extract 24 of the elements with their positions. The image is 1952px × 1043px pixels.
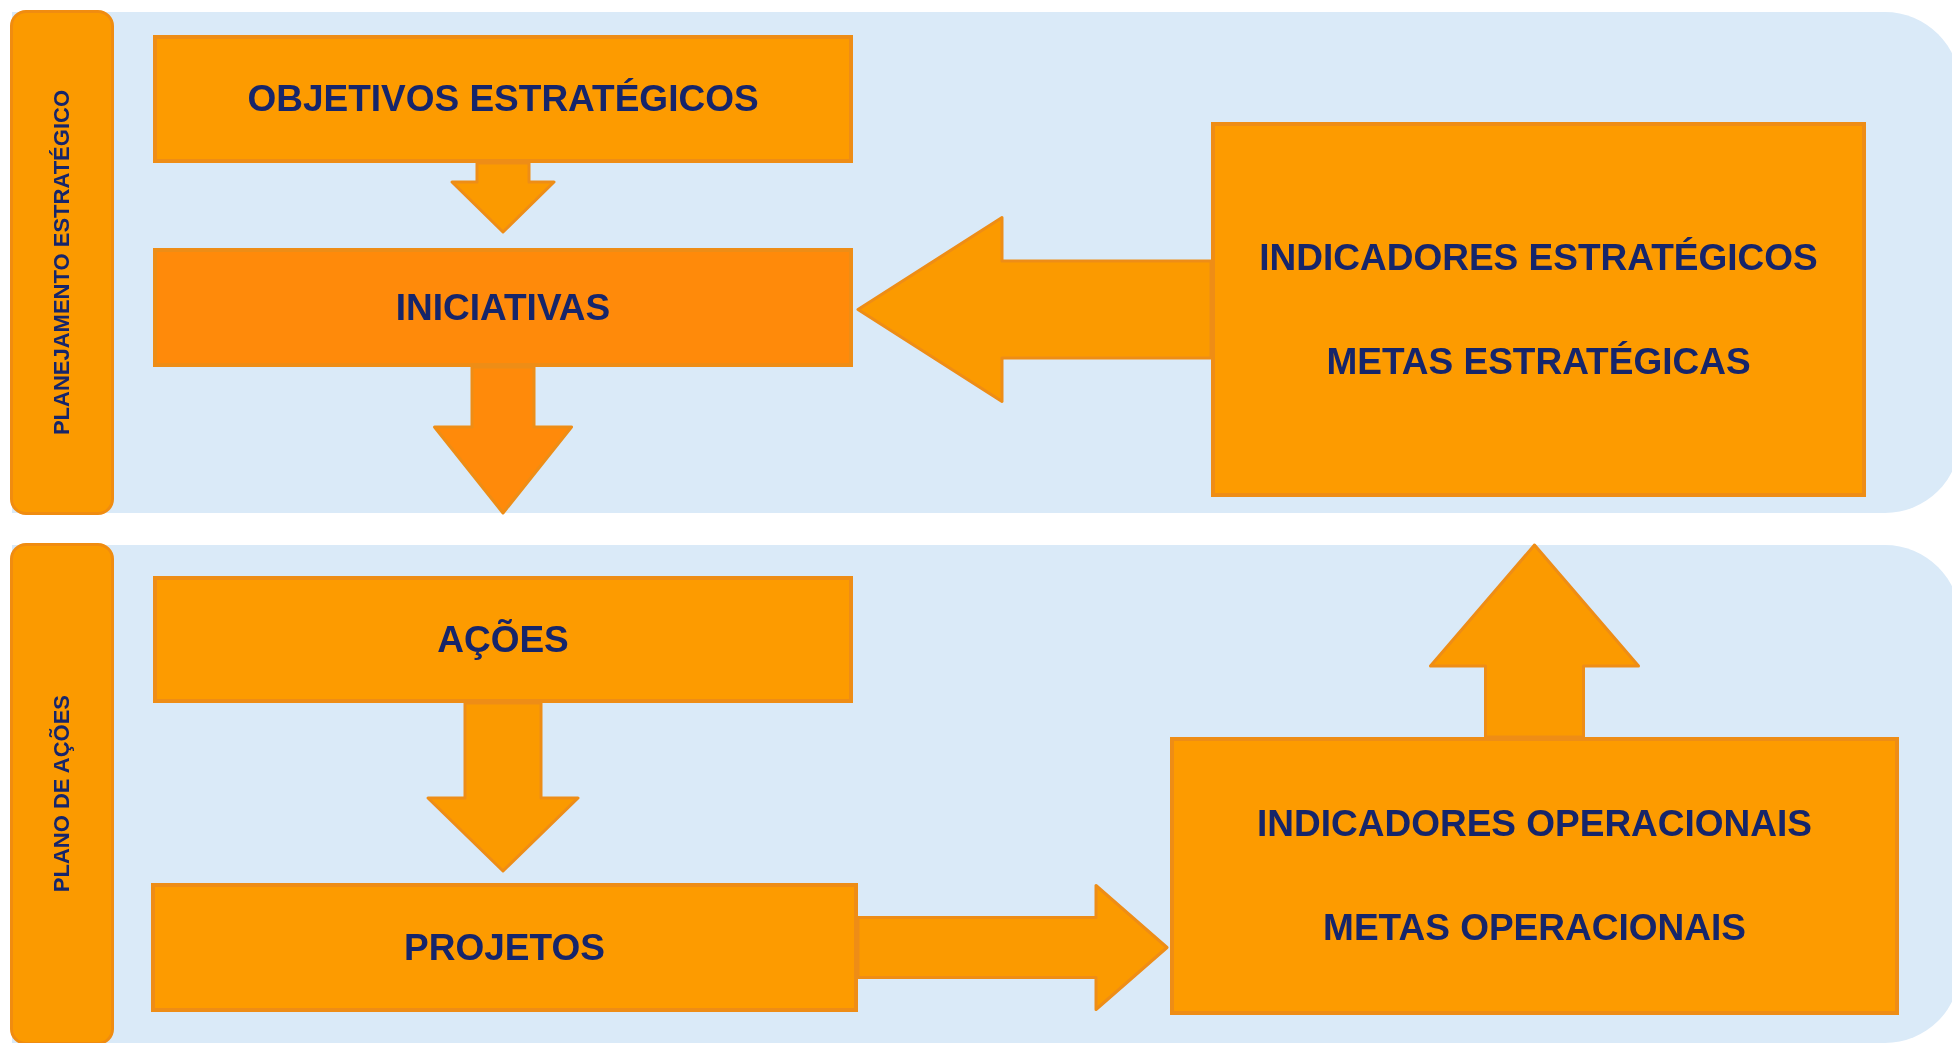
process-box xyxy=(1170,737,1899,1015)
box-label: PROJETOS xyxy=(404,926,605,969)
box-label: INICIATIVAS xyxy=(395,286,611,329)
box-label: INDICADORES ESTRATÉGICOS xyxy=(1259,236,1818,279)
box-label: METAS ESTRATÉGICAS xyxy=(1326,340,1751,383)
section-band xyxy=(12,545,1952,1043)
process-box xyxy=(153,576,853,703)
process-box xyxy=(153,35,853,163)
process-box xyxy=(151,883,858,1012)
block-arrow xyxy=(433,365,573,515)
section-tab: PLANO DE AÇÕES xyxy=(10,543,114,1043)
block-arrow xyxy=(426,701,580,873)
box-label: INDICADORES OPERACIONAIS xyxy=(1256,803,1813,845)
process-box xyxy=(1211,122,1866,497)
process-box xyxy=(153,248,853,367)
box-label: OBJETIVOS ESTRATÉGICOS xyxy=(247,78,759,120)
block-arrow xyxy=(450,161,556,234)
section-tab: PLANEJAMENTO ESTRATÉGICO xyxy=(10,10,114,515)
box-label: METAS OPERACIONAIS xyxy=(1323,907,1746,949)
section-band xyxy=(12,12,1952,513)
box-label: AÇÕES xyxy=(437,618,569,661)
block-arrow xyxy=(856,216,1213,403)
block-arrow xyxy=(1429,543,1640,739)
block-arrow xyxy=(856,884,1169,1011)
